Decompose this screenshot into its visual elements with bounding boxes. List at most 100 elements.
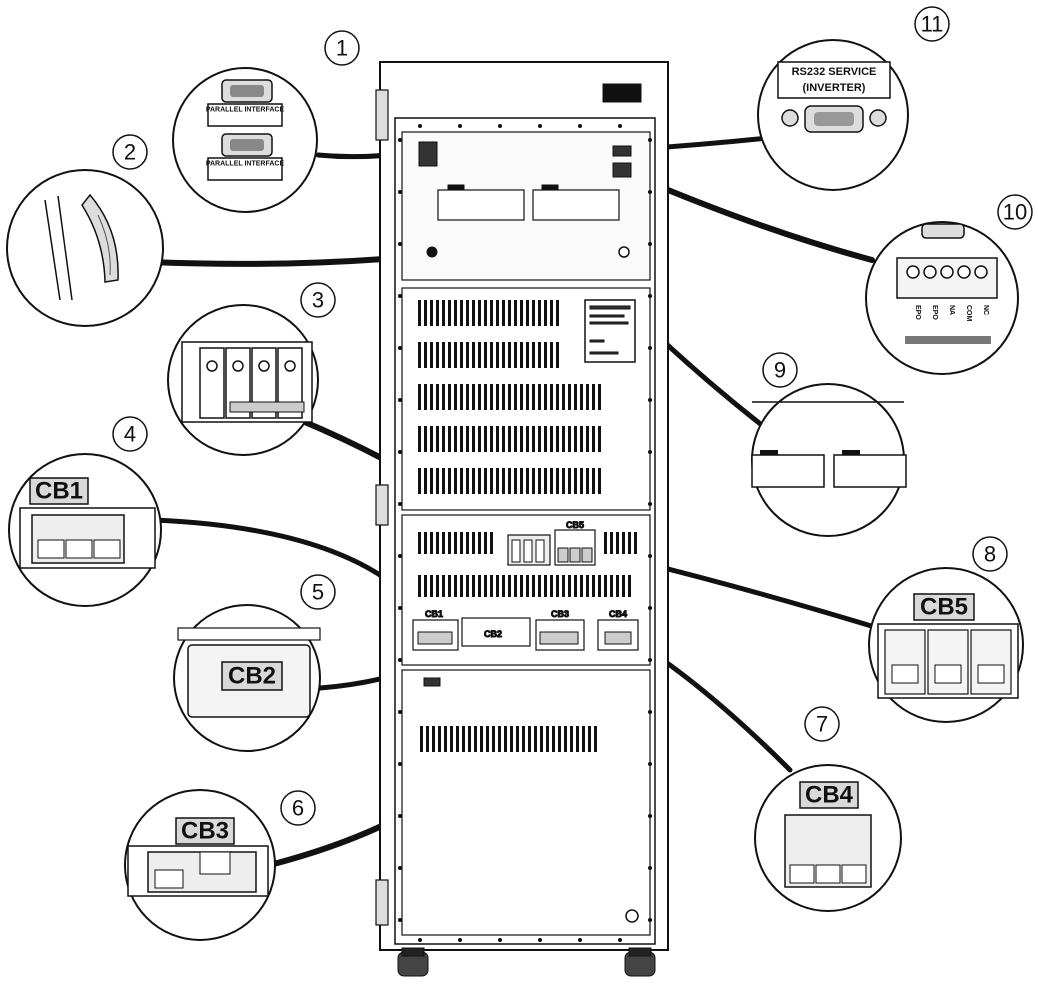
vent-slot bbox=[484, 468, 487, 494]
vent-slot bbox=[516, 726, 519, 752]
vent-slot bbox=[520, 342, 523, 368]
vent-slot bbox=[430, 575, 433, 597]
vent-slot bbox=[450, 726, 453, 752]
vent-slot bbox=[448, 575, 451, 597]
vent-slot bbox=[562, 384, 565, 410]
screw-dot bbox=[498, 124, 502, 128]
vent-slot bbox=[550, 426, 553, 452]
vent-slot bbox=[454, 575, 457, 597]
vent-slot bbox=[460, 468, 463, 494]
screw-dot bbox=[398, 502, 402, 506]
vent-slot bbox=[544, 384, 547, 410]
vent-slot bbox=[562, 426, 565, 452]
handle bbox=[375, 484, 389, 526]
vent-slot bbox=[484, 426, 487, 452]
callout-5-detail: CB2 bbox=[173, 604, 321, 752]
vent-slot bbox=[466, 300, 469, 326]
vent-slot bbox=[490, 342, 493, 368]
badge-3: 3 bbox=[300, 282, 336, 318]
vent-slot bbox=[592, 384, 595, 410]
vent-slot bbox=[604, 532, 607, 554]
callout-2-detail bbox=[6, 169, 164, 327]
vent-slot bbox=[474, 726, 477, 752]
vent-slot bbox=[544, 468, 547, 494]
svg-text:1: 1 bbox=[336, 36, 348, 61]
badge-11: 11 bbox=[914, 6, 950, 42]
cab-label-cb3: CB3 bbox=[551, 609, 569, 619]
vent-slot bbox=[460, 300, 463, 326]
vent-slot bbox=[448, 300, 451, 326]
callout-4-detail: CB1 bbox=[8, 453, 162, 607]
screw-dot bbox=[648, 242, 652, 246]
pole-1 bbox=[199, 347, 225, 419]
vent-slot bbox=[582, 726, 585, 752]
hinge-bottom bbox=[375, 879, 389, 926]
vent-slot bbox=[550, 300, 553, 326]
vent-slot bbox=[466, 342, 469, 368]
callout-8-detail: CB5 bbox=[868, 567, 1024, 723]
vent-slot bbox=[544, 426, 547, 452]
vent-slot bbox=[598, 468, 601, 494]
vent-slot bbox=[532, 300, 535, 326]
vent-slot bbox=[444, 726, 447, 752]
breaker-cb2-cab bbox=[461, 617, 531, 647]
vent-slot bbox=[628, 532, 631, 554]
vent-slot bbox=[480, 726, 483, 752]
vent-slot bbox=[538, 342, 541, 368]
vent-slot bbox=[514, 426, 517, 452]
badge-8: 8 bbox=[972, 536, 1008, 572]
vent-slot bbox=[490, 532, 493, 554]
screw-dot bbox=[458, 938, 462, 942]
vent-slot bbox=[556, 468, 559, 494]
callout-11-detail: RS232 SERVICE (INVERTER) bbox=[757, 39, 909, 191]
vent-slot bbox=[424, 575, 427, 597]
badge-10: 10 bbox=[997, 194, 1033, 230]
slot-cover-left bbox=[437, 189, 525, 221]
vent-slot bbox=[502, 300, 505, 326]
vent-slot bbox=[546, 726, 549, 752]
screw-dot bbox=[398, 554, 402, 558]
ground-symbol bbox=[423, 677, 441, 687]
vent-slot bbox=[478, 342, 481, 368]
vent-slot bbox=[424, 342, 427, 368]
vent-slot bbox=[570, 726, 573, 752]
vent-slot bbox=[556, 300, 559, 326]
vent-slots-upper bbox=[418, 300, 601, 494]
vent-slot bbox=[634, 532, 637, 554]
vent-slot bbox=[592, 575, 595, 597]
vent-slot bbox=[520, 575, 523, 597]
vent-slot bbox=[484, 342, 487, 368]
vent-slot bbox=[532, 575, 535, 597]
vent-slot bbox=[418, 426, 421, 452]
screw-dot bbox=[398, 658, 402, 662]
vent-slot bbox=[448, 532, 451, 554]
callout-1-detail: PARALLEL INTERFACE PARALLEL INTERFACE bbox=[172, 67, 318, 213]
vent-slot bbox=[586, 468, 589, 494]
vent-slot bbox=[520, 426, 523, 452]
callout-10-detail: EPO EPO NA COM NC bbox=[865, 221, 1019, 375]
vent-slot bbox=[556, 426, 559, 452]
parallel-label-1: PARALLEL INTERFACE bbox=[206, 107, 285, 114]
vent-slot bbox=[448, 384, 451, 410]
vent-slot bbox=[490, 575, 493, 597]
vent-slot bbox=[436, 300, 439, 326]
screw-dot bbox=[398, 294, 402, 298]
vent-slot bbox=[490, 468, 493, 494]
vent-slot bbox=[472, 384, 475, 410]
screw-dot bbox=[648, 606, 652, 610]
screw-dot bbox=[648, 554, 652, 558]
vent-slot bbox=[442, 575, 445, 597]
edge-screws bbox=[398, 124, 652, 942]
vent-slot bbox=[460, 384, 463, 410]
vent-slot bbox=[454, 532, 457, 554]
vent-slot bbox=[472, 426, 475, 452]
screw-dot bbox=[648, 138, 652, 142]
vent-slot bbox=[424, 384, 427, 410]
vent-slot bbox=[568, 384, 571, 410]
vent-slot bbox=[426, 726, 429, 752]
vent-slot bbox=[574, 426, 577, 452]
vent-slot bbox=[424, 300, 427, 326]
vent-slot bbox=[490, 426, 493, 452]
vent-slot bbox=[478, 532, 481, 554]
